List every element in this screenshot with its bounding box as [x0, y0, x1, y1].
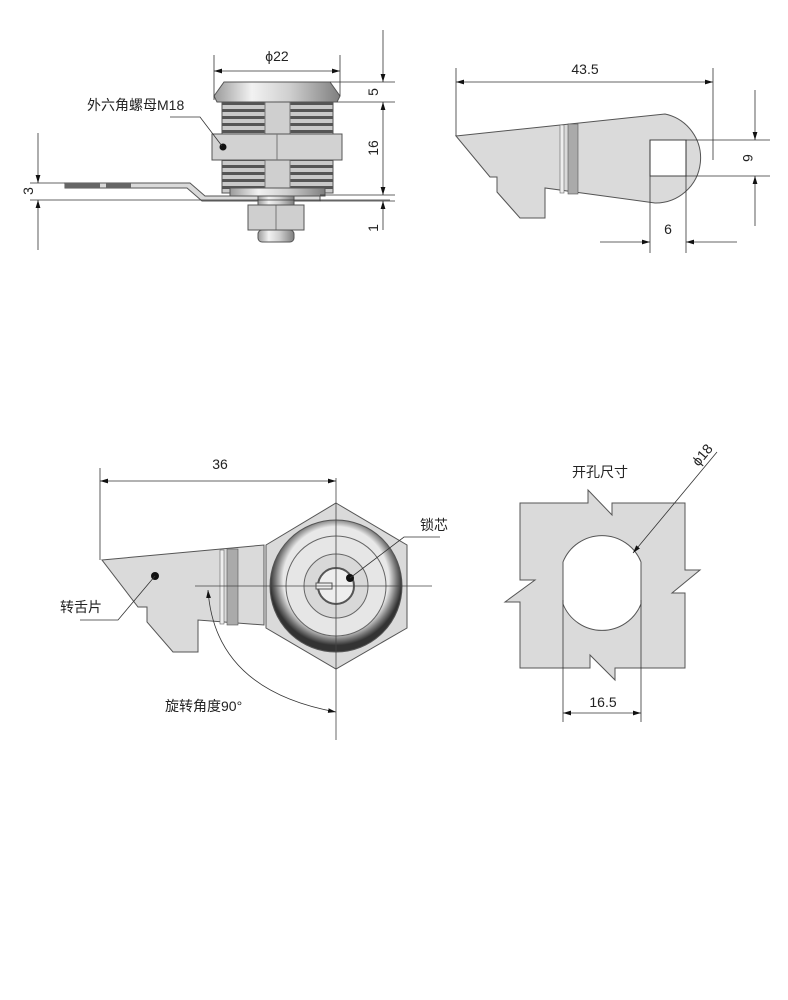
cam-label: 转舌片	[60, 599, 102, 615]
square-hole	[649, 139, 687, 177]
cam-offset-dim: 36	[212, 456, 228, 472]
hole-diameter-dim: ϕ18	[689, 441, 716, 469]
cam-lever	[101, 544, 265, 653]
square-height-dim: 6	[740, 154, 756, 162]
cap-diameter-dim: ϕ22	[265, 48, 289, 64]
side-view: ϕ22 5 16 1 3 外六角螺母M18	[20, 30, 395, 250]
flat-width-dim: 16.5	[589, 694, 616, 710]
d-hole	[562, 535, 642, 631]
lock-core-label: 锁芯	[420, 517, 448, 533]
thread-length-dim: 16	[365, 140, 381, 156]
cam-length-dim: 43.5	[571, 61, 598, 77]
rotation-angle-label: 旋转角度90°	[165, 698, 242, 714]
front-view: 36 锁芯 转舌片 旋转角度90°	[60, 456, 448, 740]
cutout-view: 开孔尺寸 ϕ18 16.5	[503, 441, 718, 722]
hex-nut-label: 外六角螺母M18	[87, 97, 184, 113]
lock-cap	[213, 81, 341, 103]
washer-dim: 1	[365, 224, 381, 232]
square-width-dim: 6	[664, 221, 672, 237]
cap-height-dim: 5	[365, 88, 381, 96]
cutout-title: 开孔尺寸	[572, 464, 628, 480]
cam-view: 43.5 6 6	[455, 61, 770, 253]
lock-body	[211, 81, 343, 243]
cam-thickness-dim: 3	[20, 187, 36, 195]
